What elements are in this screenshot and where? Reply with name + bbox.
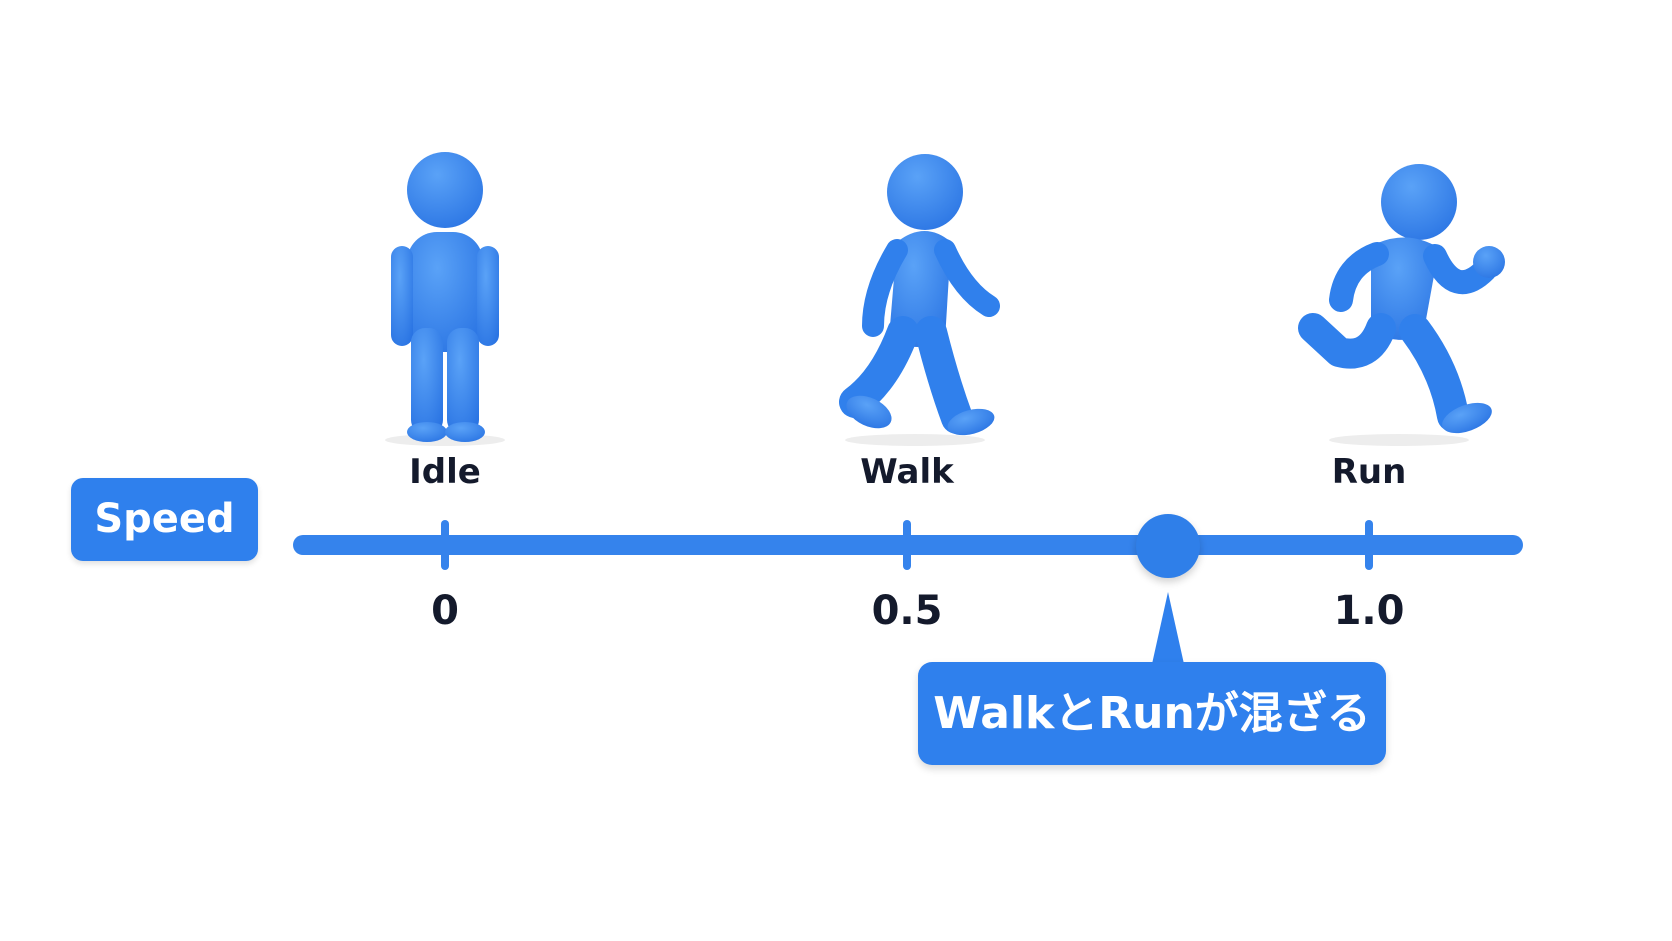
speed-slider-knob[interactable] [1136,514,1200,578]
state-label-walk: Walk [860,452,954,492]
threshold-tick [1365,520,1373,570]
idle-figure-icon [385,152,505,446]
blend-callout: WalkとRunが混ざる [918,662,1386,765]
speed-parameter-badge: Speed [71,478,258,561]
state-label-idle: Idle [409,452,481,492]
walk-figure-icon [839,154,1000,446]
threshold-label: 1.0 [1333,588,1405,634]
threshold-tick [441,520,449,570]
threshold-tick [903,520,911,570]
threshold-label: 0.5 [871,588,943,634]
run-figure-icon [1298,164,1505,446]
callout-pointer [1152,592,1184,664]
threshold-label: 0 [431,588,459,634]
state-label-run: Run [1331,452,1407,492]
